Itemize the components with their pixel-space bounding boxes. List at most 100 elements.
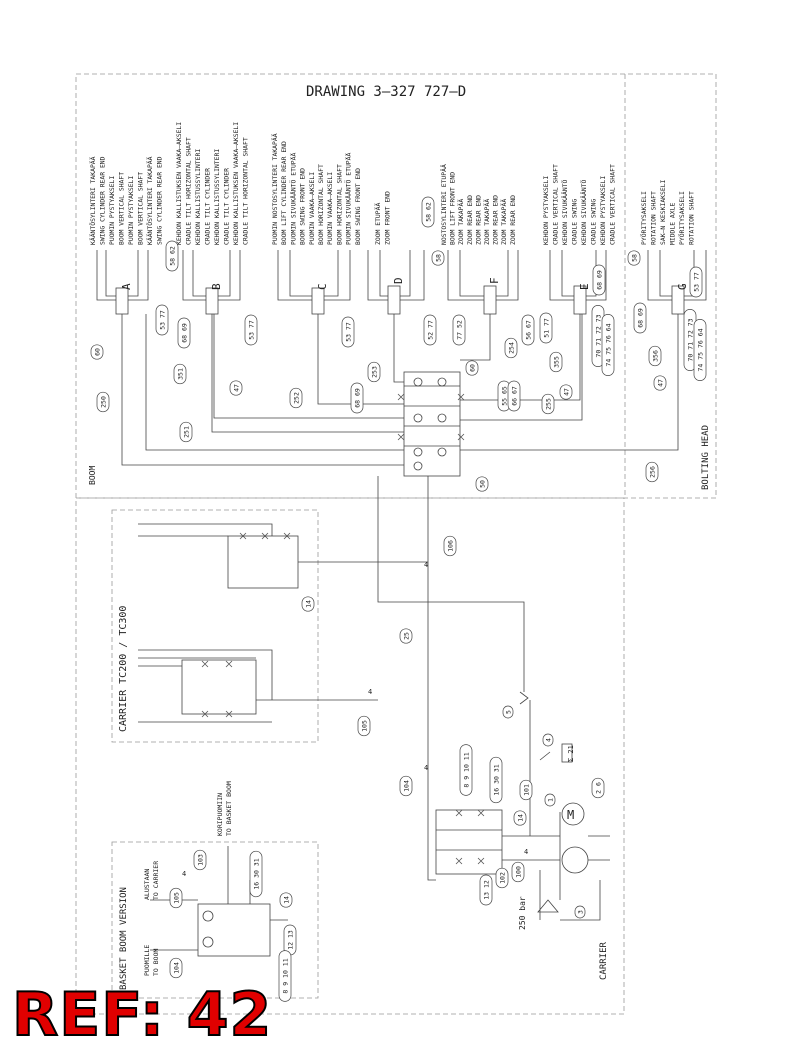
callout-text-b5862b: 58 62 — [424, 202, 432, 222]
callout-bubble-b14c — [279, 892, 293, 908]
labels-b-0: KEHDON KALLISTUKSEN VAAKA–AKSELI — [175, 122, 183, 245]
labels-e-6: KEHDON PYSTYAKSELI — [599, 176, 607, 245]
callout-text-b106: 106 — [446, 540, 454, 552]
callout-text-b58f: 58 — [434, 254, 442, 262]
callout-bubble-b163031 — [489, 756, 503, 804]
callout-text-b6869c: 68 69 — [353, 388, 361, 408]
callout-bubble-b6869c — [350, 382, 364, 414]
basket-to-basket-fi: KORIPUOMIIN — [216, 793, 224, 836]
labels-f-8: ZOOM REAR END — [509, 195, 517, 245]
callout-text-b47b: 47 — [562, 388, 570, 396]
callout-bubble-b5 — [502, 705, 514, 719]
callout-bubble-b5862b — [421, 196, 435, 228]
labels-g-3: MIDDLE AXLE — [669, 203, 677, 245]
callout-text-b8911b: 8 9 10 11 — [281, 958, 289, 993]
callout-bubble-b250 — [96, 391, 110, 413]
labels-b-3: CRADLE TILT CYLINDER — [204, 168, 212, 245]
callout-bubble-b251 — [179, 421, 193, 443]
callout-bubble-b104 — [399, 775, 413, 797]
pressure-text: 250 bar — [518, 896, 527, 930]
callout-text-b47g: 47 — [656, 379, 664, 387]
callout-text-b256: 256 — [648, 466, 656, 478]
labels-c-5: BOOM HORIZONTAL SHAFT — [317, 164, 325, 245]
callout-text-b1: 1 — [546, 798, 554, 802]
callout-bubble-b50 — [475, 476, 489, 492]
callout-text-b1213: 12 13 — [286, 930, 294, 950]
hydraulic-lines — [121, 314, 679, 957]
callout-bubble-b47g — [653, 375, 667, 391]
callout-text-b7073a: 70 71 72 73 — [594, 314, 602, 357]
callout-bubble-b102 — [495, 867, 509, 889]
labels-c-4: PUOMIN VAAKA–AKSELI — [308, 172, 316, 245]
callout-text-b351: 351 — [176, 368, 184, 380]
labels-f-1: BOOM LIFT FRONT END — [449, 172, 457, 245]
callout-text-b103: 103 — [196, 854, 204, 866]
drawing-title: DRAWING 3–327 727–D — [306, 84, 466, 100]
zone-label-boom: BOOM — [88, 466, 97, 485]
block-letter-d: D — [392, 277, 405, 284]
motor-letter: M — [567, 808, 574, 822]
labels-e-4: KEHDON SIVUKÄÄNTÖ — [579, 179, 588, 245]
callout-bubble-b60b — [465, 360, 479, 376]
labels-b-7: CRADLE TILT HORIZONTAL SHAFT — [242, 137, 250, 245]
callout-text-b25: 25 — [402, 632, 410, 640]
callout-bubble-b8911b — [278, 950, 292, 1002]
callout-bubble-b1 — [544, 793, 556, 807]
callout-bubble-b1630 — [249, 850, 263, 898]
callout-bubble-b26 — [591, 777, 605, 799]
labels-c-9: BOOM SWING FRONT END — [354, 168, 362, 245]
callout-bubble-b5377g — [689, 266, 703, 298]
callout-text-b5277: 52 77 — [426, 320, 434, 340]
callout-bubble-b5862a — [165, 240, 179, 272]
callout-text-b14b: 14 — [516, 814, 524, 822]
callout-text-b7476g: 74 75 76 64 — [696, 328, 704, 371]
labels-e-7: CRADLE VERTICAL SHAFT — [609, 164, 617, 245]
callout-text-b60b: 60 — [468, 364, 476, 372]
line-mark-4b: 4 — [368, 688, 372, 696]
callout-text-b5377g: 53 77 — [692, 272, 700, 292]
callout-text-b251: 251 — [182, 426, 190, 438]
callout-text-b356: 356 — [651, 350, 659, 362]
zone-label-bolting-head: BOLTING HEAD — [701, 425, 711, 490]
callout-text-b163031: 16 30 31 — [492, 764, 500, 795]
callout-text-b5377b: 53 77 — [247, 320, 255, 340]
callout-text-b5862a: 58 62 — [168, 246, 176, 266]
gauge-label: Σ 21 — [567, 745, 575, 762]
callout-bubble-b101 — [519, 779, 533, 801]
callout-bubble-b6667 — [507, 380, 521, 412]
callout-bubble-b5277 — [423, 314, 437, 346]
callout-text-b7752: 77 52 — [455, 320, 463, 340]
callout-bubble-b47b — [559, 384, 573, 400]
callout-text-b5177: 51 77 — [542, 318, 550, 338]
labels-e-2: KEHDON SIVUKÄÄNTÖ — [560, 179, 569, 245]
block-letters: A B C D F E G — [120, 277, 689, 290]
callout-bubble-b6869a — [177, 317, 191, 349]
labels-e-5: CRADLE SWING — [590, 199, 598, 245]
labels-b-1: CRADLE TILT HORIZONTAL SHAFT — [185, 137, 193, 245]
callout-bubble-b47a — [229, 380, 243, 396]
basket-from-carrier-en: TO CARRIER — [152, 861, 160, 900]
labels-a-0: KÄÄNTÖSYLINTERI TAKAPÄÄ — [88, 156, 97, 245]
callout-text-b6667: 66 67 — [510, 386, 518, 406]
callout-bubble-b252 — [289, 387, 303, 409]
labels-g-5: ROTATION SHAFT — [688, 191, 696, 245]
labels-f-2: ZOOM TAKAPÄÄ — [456, 199, 465, 245]
callout-text-b255: 255 — [544, 398, 552, 410]
callout-bubble-b355 — [549, 351, 563, 373]
callout-text-b3: 3 — [576, 910, 584, 914]
zone-label-basket: BASKET BOOM VERSION — [119, 887, 129, 990]
callout-bubble-b7476g — [693, 319, 707, 381]
zone-label-carrier: CARRIER — [599, 941, 609, 980]
zone-borders — [75, 73, 717, 1015]
line-mark-4d: 4 — [524, 848, 528, 856]
callout-bubble-b103 — [193, 849, 207, 871]
labels-c-1: BOOM LIFT CYLINDER REAR END — [280, 141, 288, 245]
labels-b-4: KEHDON KALLISTUSSYLINTERI — [213, 149, 221, 245]
callout-bubble-b5177 — [539, 312, 553, 344]
callout-bubble-b1053 — [169, 887, 183, 909]
labels-f-6: ZOOM REAR END — [492, 195, 500, 245]
